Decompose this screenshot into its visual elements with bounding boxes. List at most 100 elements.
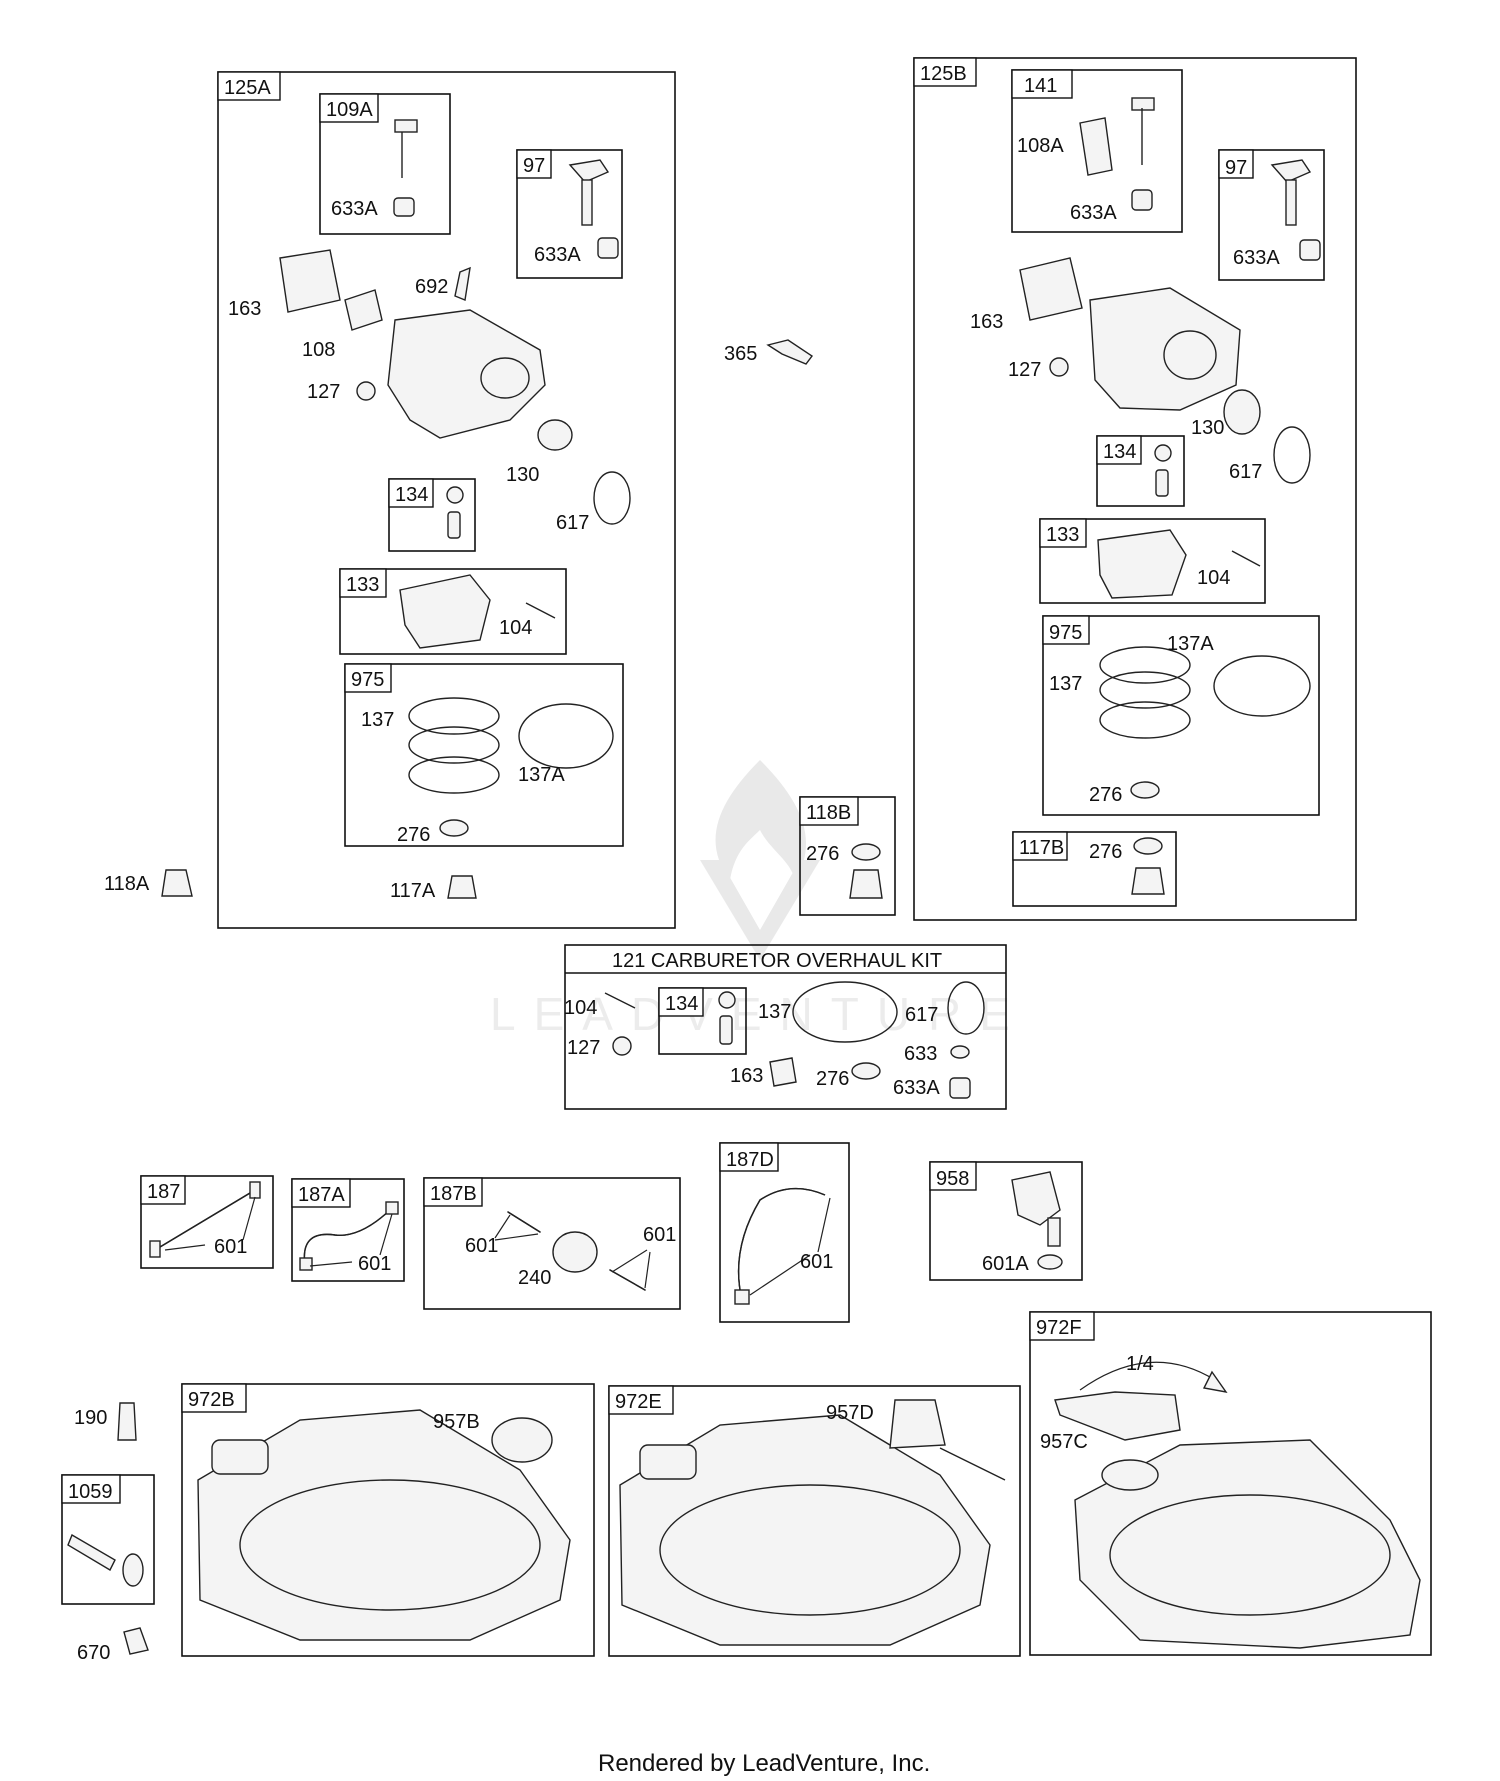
plug-117A	[447, 875, 477, 899]
label-365: 365	[724, 343, 757, 365]
label-276: 276	[816, 1068, 849, 1090]
label-633A: 633A	[331, 198, 378, 220]
v-logo-icon	[700, 860, 820, 960]
label-617: 617	[905, 1004, 938, 1026]
kit-label-134: 134	[665, 993, 698, 1015]
leadventure-watermark: LEADVENTURE	[490, 760, 1028, 1040]
kit-label-1059: 1059	[68, 1481, 113, 1503]
oring-127	[356, 381, 376, 401]
filter-240	[552, 1231, 598, 1273]
watermark-text: LEADVENTURE	[490, 988, 1028, 1040]
kit-125B: 125B 141 108A 633A 97 633A 163 127 130 6…	[913, 57, 1357, 921]
fuel-cap-957B	[491, 1417, 553, 1463]
label-190: 190	[74, 1407, 107, 1429]
cover-130	[1223, 389, 1261, 435]
label-957C: 957C	[1040, 1431, 1088, 1453]
cover-130	[537, 419, 573, 451]
label-127: 127	[307, 381, 340, 403]
kit-label-133: 133	[1046, 524, 1079, 546]
label-633A: 633A	[1233, 247, 1280, 269]
fuel-tank-972E	[619, 1414, 991, 1646]
label-127: 127	[1008, 359, 1041, 381]
label-127: 127	[567, 1037, 600, 1059]
label-108: 108	[302, 339, 335, 361]
oring-127	[1049, 357, 1069, 377]
label-117A: 117A	[390, 880, 436, 902]
label-137A: 137A	[1167, 633, 1214, 655]
ring-137A	[518, 703, 614, 769]
label-137: 137	[361, 709, 394, 731]
kit-label-109A: 109A	[326, 99, 373, 121]
kit-label-975: 975	[351, 669, 384, 691]
ring-137	[1099, 646, 1191, 684]
label-104: 104	[564, 997, 597, 1019]
kit-label-187D: 187D	[726, 1149, 774, 1171]
fuel-cap-957D	[889, 1399, 946, 1449]
kit-118B: 118B 276	[799, 796, 896, 916]
label-137A: 137A	[518, 764, 565, 786]
label-601A: 601A	[982, 1253, 1029, 1275]
kit-label-187: 187	[147, 1181, 180, 1203]
kit-1059: 1059	[61, 1474, 155, 1605]
kit-label-141: 141	[1024, 75, 1057, 97]
label-617: 617	[556, 512, 589, 534]
label-692: 692	[415, 276, 448, 298]
label-601: 601	[643, 1224, 676, 1246]
kit-label-121: 121 CARBURETOR OVERHAUL KIT	[612, 950, 942, 972]
kit-label-187A: 187A	[298, 1184, 345, 1206]
plug-118A	[161, 869, 193, 897]
bushing-670	[123, 1627, 149, 1655]
label-601: 601	[800, 1251, 833, 1273]
kit-label-97: 97	[1225, 157, 1247, 179]
kit-958: 958 601A	[929, 1161, 1083, 1281]
label-108A: 108A	[1017, 135, 1064, 157]
kit-label-975: 975	[1049, 622, 1082, 644]
diaphragm-108	[344, 289, 383, 331]
washer-276	[1130, 781, 1160, 799]
kit-125A: 125A 109A 633A 97 633A 163 108 692 127 1…	[217, 71, 676, 929]
fitting-190	[117, 1402, 137, 1441]
label-601: 601	[214, 1236, 247, 1258]
label-957B: 957B	[433, 1411, 480, 1433]
kit-972F: 972F 1/4 957C	[1029, 1311, 1432, 1656]
kit-label-134: 134	[395, 484, 428, 506]
kit-label-972B: 972B	[188, 1389, 235, 1411]
label-276: 276	[397, 824, 430, 846]
label-163: 163	[228, 298, 261, 320]
label-957D: 957D	[826, 1402, 874, 1424]
gasket-163	[1019, 257, 1083, 321]
fuel-tank-972F	[1074, 1439, 1421, 1649]
fuel-tank-972B	[197, 1409, 571, 1641]
fuel-cap-957C	[1054, 1391, 1181, 1441]
gasket-163	[279, 249, 341, 313]
label-276: 276	[1089, 841, 1122, 863]
gasket-617	[1273, 426, 1311, 484]
label-104: 104	[499, 617, 532, 639]
kit-label-118B: 118B	[806, 802, 851, 824]
ring-137	[408, 697, 500, 735]
label-130: 130	[506, 464, 539, 486]
label-163: 163	[730, 1065, 763, 1087]
kit-label-117B: 117B	[1019, 837, 1064, 859]
float-133	[1097, 529, 1187, 599]
label-118A: 118A	[104, 873, 150, 895]
kit-label-97: 97	[523, 155, 545, 177]
float-133	[399, 574, 491, 649]
gasket-617	[593, 471, 631, 525]
kit-label-187B: 187B	[430, 1183, 477, 1205]
washer-276	[439, 819, 469, 837]
label-601: 601	[358, 1253, 391, 1275]
label-240: 240	[518, 1267, 551, 1289]
kit-972E: 972E 957D	[608, 1385, 1021, 1657]
screw-365	[766, 339, 814, 365]
label-163: 163	[970, 311, 1003, 333]
label-601: 601	[465, 1235, 498, 1257]
label-276: 276	[1089, 784, 1122, 806]
kit-187B: 187B 601 601 240	[423, 1177, 681, 1310]
kit-label-958: 958	[936, 1168, 969, 1190]
label-670: 670	[77, 1642, 110, 1664]
kit-label-972F: 972F	[1036, 1317, 1082, 1339]
render-credit: Rendered by LeadVenture, Inc.	[598, 1750, 930, 1777]
quarter-turn-arrow-icon	[1079, 1361, 1216, 1391]
label-633A: 633A	[534, 244, 581, 266]
